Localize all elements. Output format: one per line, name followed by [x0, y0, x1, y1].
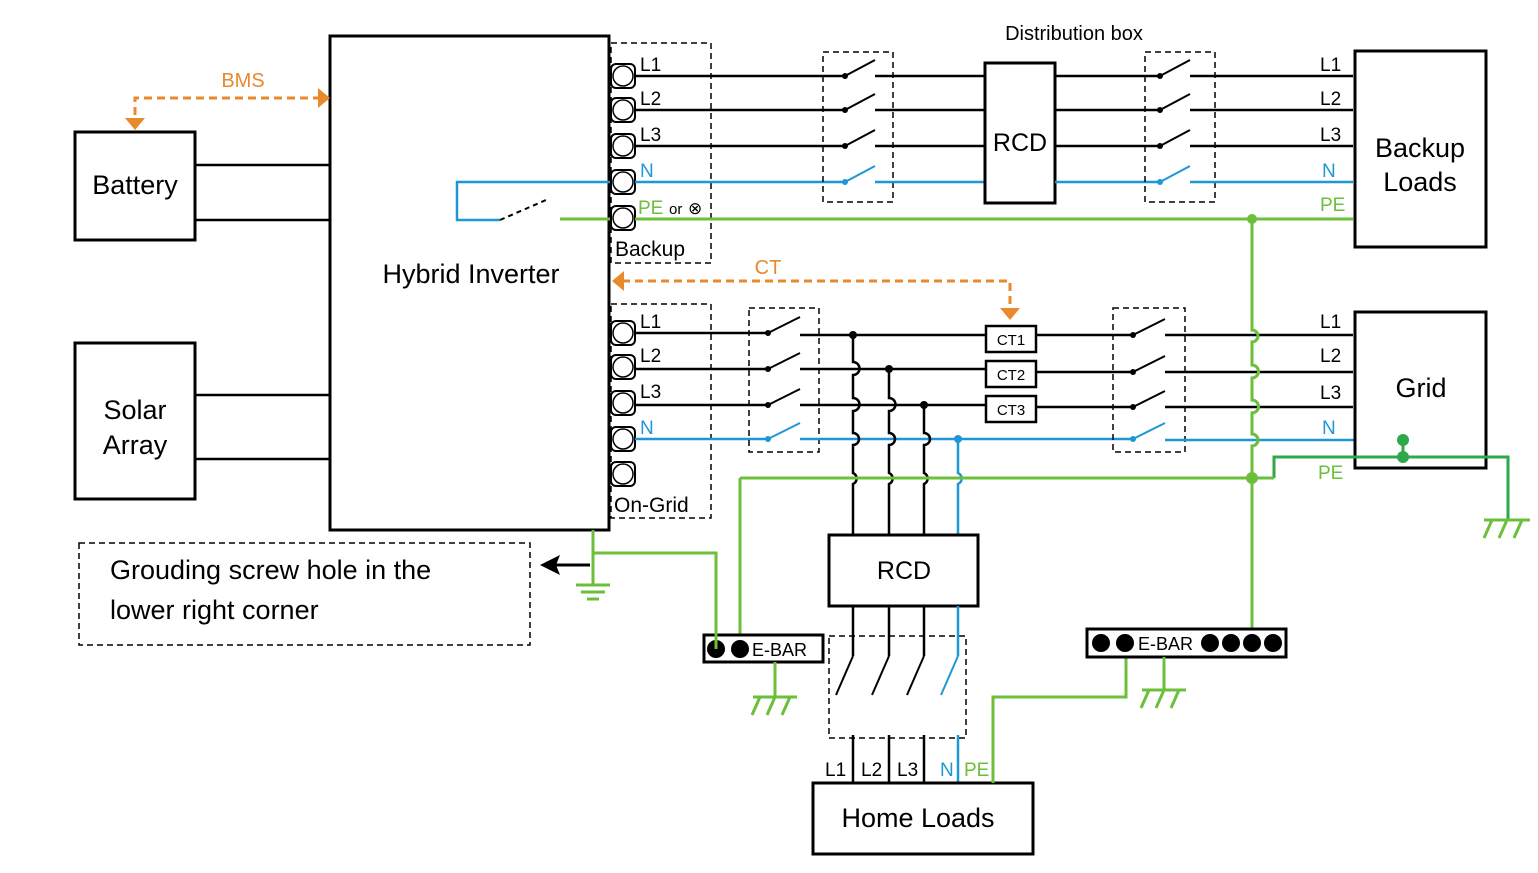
distribution-box-label: Distribution box: [1005, 23, 1143, 45]
ebar-left-label: E-BAR: [752, 640, 807, 660]
solar-array-box: [73, 341, 197, 501]
ct-label: CT: [755, 257, 782, 279]
rcd-feed-wires: [849, 331, 963, 535]
inverter-ground-wire: [591, 530, 718, 649]
backup-ground-alt-icon: ⊗: [688, 199, 702, 218]
rcd-bottom-label: RCD: [877, 557, 931, 585]
backup-or-label: or: [669, 201, 682, 218]
backup-l3-label: L3: [640, 125, 661, 146]
backup-breaker-1: [822, 51, 894, 203]
home-l2-label: L2: [861, 760, 882, 781]
grid-pe-wire: [1272, 455, 1510, 520]
grid-l2-label: L2: [1320, 346, 1341, 367]
backup-port-label: Backup: [615, 238, 685, 261]
grid-label: Grid: [1395, 373, 1446, 403]
ct-arrow-down: [1000, 308, 1020, 320]
ct-link: [622, 279, 1012, 310]
backup-loads-l1-label: L1: [1320, 55, 1341, 76]
ebar-left-terminal: [731, 640, 749, 658]
home-l1-label: L1: [825, 760, 846, 781]
grid-n-label: N: [1322, 418, 1336, 439]
ground-note-line2: lower right corner: [110, 595, 319, 625]
rcd-bottom-box: [827, 533, 980, 608]
rcd-top-box: [983, 61, 1057, 205]
grid-breaker: [1112, 307, 1186, 453]
home-l3-label: L3: [897, 760, 918, 781]
backup-l1-label: L1: [640, 55, 661, 76]
backup-breaker-2: [1144, 51, 1216, 203]
ebar-right-ground-icon: [1139, 688, 1186, 709]
grid-pe-label: PE: [1318, 463, 1343, 484]
battery-box: [73, 130, 197, 242]
hybrid-inverter-box: [328, 34, 611, 532]
ebar-right-terminals: [1092, 634, 1282, 652]
grid-ground-icon: [1482, 518, 1530, 539]
backup-pe-label: PE: [638, 198, 663, 219]
ct1-box: [984, 324, 1038, 354]
inverter-internal-n-link: [455, 180, 610, 222]
home-pe-wire: [991, 643, 1128, 783]
backup-terminals: [610, 63, 636, 231]
backup-loads-pe-label: PE: [1320, 195, 1345, 216]
inverter-label: Hybrid Inverter: [382, 259, 559, 289]
ct-arrow-left: [612, 271, 624, 291]
rcd-top-label: RCD: [993, 129, 1047, 157]
ebar-left: [702, 633, 825, 664]
ct3-box: [984, 394, 1038, 424]
ct2-box: [984, 359, 1038, 389]
home-pe-label: PE: [964, 760, 989, 781]
ct2-label: CT2: [997, 367, 1025, 384]
ongrid-breaker: [748, 307, 820, 453]
ebar-left-ground-icon: [750, 695, 797, 716]
bms-arrow-down: [125, 118, 145, 130]
backup-loads-l3-label: L3: [1320, 125, 1341, 146]
ground-note-line1: Grouding screw hole in the: [110, 555, 431, 585]
grid-breaker-switches: [1130, 318, 1166, 442]
bms-arrow-right: [318, 88, 330, 108]
ongrid-breaker-switches: [765, 316, 801, 442]
battery-label: Battery: [92, 170, 178, 200]
home-loads-box: [811, 781, 1035, 856]
backup-loads-box: [1353, 49, 1488, 249]
home-loads-label: Home Loads: [841, 803, 994, 833]
backup-breaker-2-switches: [1157, 59, 1191, 185]
inverter-ground-icon: [576, 553, 610, 601]
backup-loads-label-line1: Backup: [1375, 133, 1465, 163]
ct3-label: CT3: [997, 402, 1025, 419]
backup-l2-label: L2: [640, 89, 661, 110]
backup-breaker-1-switches: [842, 59, 876, 185]
solar-label-line2: Array: [103, 430, 168, 460]
bms-link: [133, 96, 322, 128]
home-breaker-wires: [835, 606, 960, 783]
grid-l3-label: L3: [1320, 383, 1341, 404]
backup-loads-label-line2: Loads: [1383, 167, 1457, 197]
bms-label: BMS: [221, 70, 264, 92]
pe-riser-top-node: [1247, 214, 1257, 224]
arrow-left-icon: [540, 555, 560, 575]
ongrid-l3-label: L3: [640, 382, 661, 403]
ct1-label: CT1: [997, 332, 1025, 349]
grid-l1-label: L1: [1320, 312, 1341, 333]
ground-note-box: [78, 542, 531, 646]
backup-loads-n-label: N: [1322, 161, 1336, 182]
pe-riser: [1250, 219, 1260, 643]
ongrid-l2-label: L2: [640, 346, 661, 367]
home-n-label: N: [940, 760, 954, 781]
ongrid-l1-label: L1: [640, 312, 661, 333]
grid-box: [1353, 310, 1488, 470]
ongrid-port-label: On-Grid: [614, 494, 689, 517]
ebar-right-label: E-BAR: [1138, 634, 1193, 654]
ongrid-n-label: N: [640, 418, 654, 439]
solar-label-line1: Solar: [103, 395, 166, 425]
backup-loads-l2-label: L2: [1320, 89, 1341, 110]
backup-n-label: N: [640, 161, 654, 182]
pe-riser-mid-node: [1246, 472, 1258, 484]
ongrid-terminals: [610, 320, 636, 487]
